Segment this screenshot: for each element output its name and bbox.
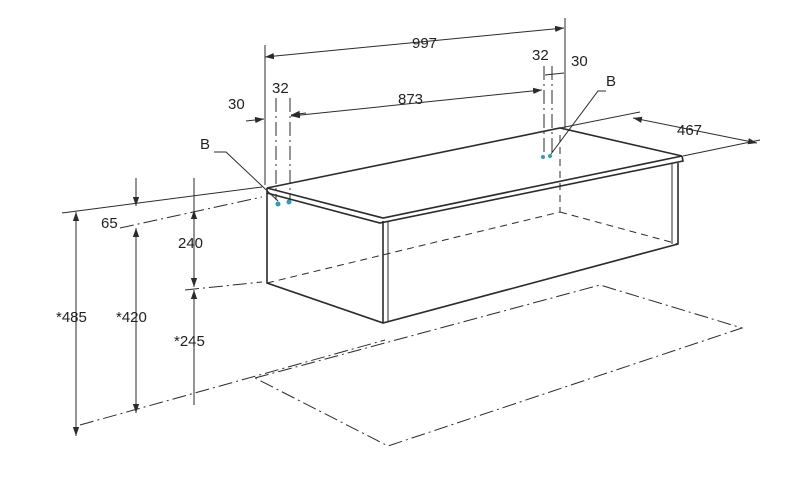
callout-left-label: B bbox=[200, 136, 210, 153]
dim-inner-width-label: 873 bbox=[398, 91, 423, 108]
dim-left-offset-inner-label: 32 bbox=[272, 80, 289, 97]
dim-right-offsets: 32 30 bbox=[532, 47, 588, 153]
cabinet-body bbox=[266, 127, 684, 324]
callout-right: B bbox=[550, 73, 616, 155]
dim-height-485-label: *485 bbox=[56, 309, 87, 326]
floor-footprint bbox=[253, 284, 744, 447]
dim-depth: 467 bbox=[559, 111, 761, 157]
mount-point-right-1 bbox=[541, 155, 545, 159]
dim-height-420-label: *420 bbox=[116, 309, 147, 326]
callout-left: B bbox=[200, 136, 279, 202]
dim-right-offset-inner-label: 32 bbox=[532, 47, 549, 64]
dim-left-offset-outer-label: 30 bbox=[228, 96, 245, 113]
dim-top-thickness-label: 65 bbox=[101, 215, 118, 232]
dim-left-offsets: 30 32 bbox=[228, 80, 307, 200]
mount-point-right-2 bbox=[548, 154, 552, 158]
dim-overall-width-label: 997 bbox=[412, 35, 437, 52]
mount-point-left-2 bbox=[286, 199, 292, 205]
mount-point-left-1 bbox=[275, 201, 281, 207]
dim-vertical-stack: *485 65 *420 240 *245 bbox=[56, 178, 263, 436]
dim-mount-height-label: *245 bbox=[174, 333, 205, 350]
dim-overall-width: 997 bbox=[264, 18, 566, 185]
dim-depth-label: 467 bbox=[677, 122, 702, 139]
dim-body-height-label: 240 bbox=[178, 235, 203, 252]
callout-right-label: B bbox=[606, 73, 616, 90]
wall-base-line bbox=[79, 339, 386, 426]
dim-right-offset-outer-label: 30 bbox=[571, 53, 588, 70]
dim-inner-width: 873 bbox=[290, 87, 543, 119]
